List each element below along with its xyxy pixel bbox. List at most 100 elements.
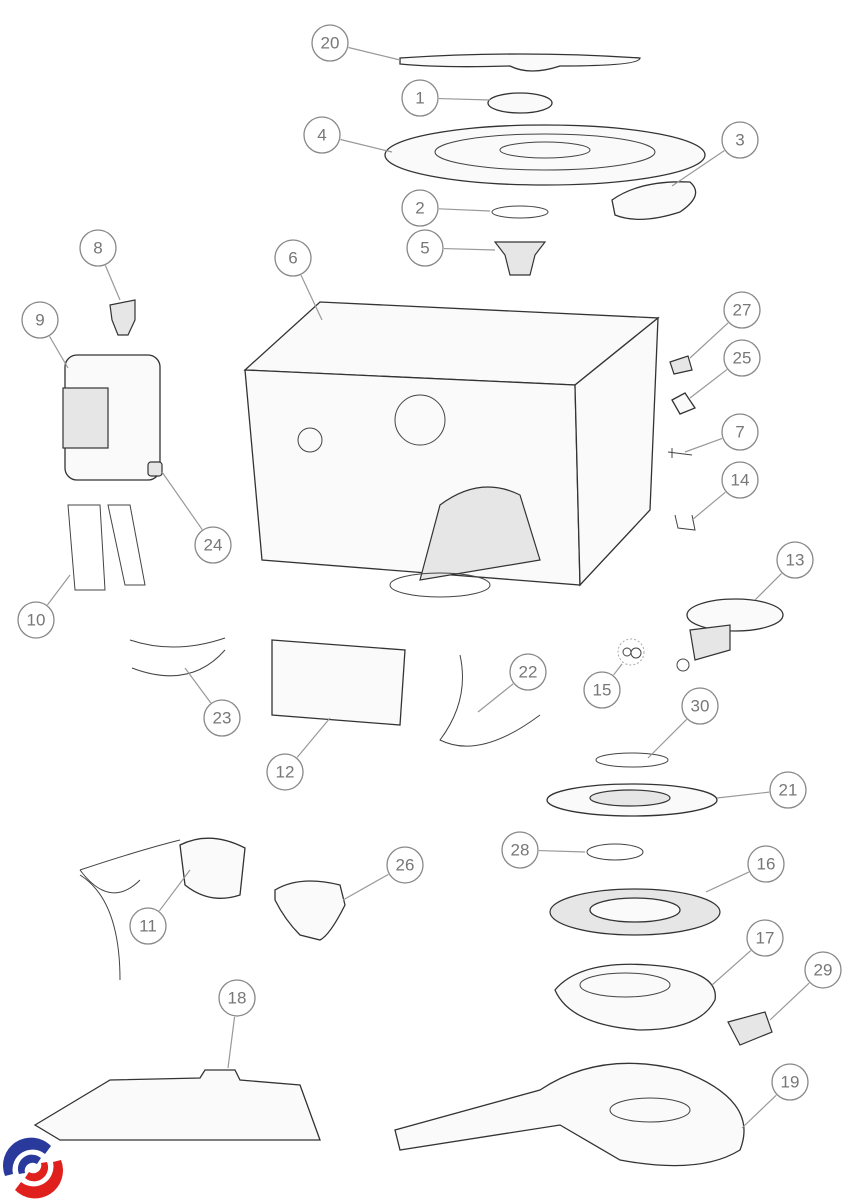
callout-8[interactable]: 8 — [79, 229, 117, 267]
callout-23[interactable]: 23 — [203, 699, 241, 737]
leader-line-22 — [477, 683, 514, 713]
callout-27[interactable]: 27 — [723, 291, 761, 329]
callout-18[interactable]: 18 — [218, 979, 256, 1017]
callout-16[interactable]: 16 — [747, 845, 785, 883]
callout-number: 8 — [93, 239, 102, 258]
callout-19[interactable]: 19 — [771, 1063, 809, 1101]
callout-number: 29 — [814, 961, 833, 980]
callout-15[interactable]: 15 — [583, 671, 621, 709]
callout-21[interactable]: 21 — [769, 771, 807, 809]
part-fan-11 — [179, 837, 246, 899]
callout-circle — [769, 771, 807, 809]
part-pump-5 — [493, 241, 547, 276]
callout-number: 26 — [396, 856, 415, 875]
callout-5[interactable]: 5 — [406, 229, 444, 267]
callout-leaders — [46, 46, 810, 1129]
callout-number: 12 — [276, 763, 295, 782]
leader-line-25 — [689, 369, 728, 399]
leader-line-10 — [46, 574, 71, 606]
callout-29[interactable]: 29 — [804, 951, 842, 989]
callout-25[interactable]: 25 — [723, 339, 761, 377]
leader-line-5 — [443, 247, 496, 251]
callout-number: 1 — [415, 89, 424, 108]
part-cover-3 — [611, 181, 697, 220]
callout-28[interactable]: 28 — [501, 831, 539, 869]
callout-14[interactable]: 14 — [721, 461, 759, 499]
callout-circle — [723, 291, 761, 329]
callout-circle — [401, 189, 439, 227]
callout-circle — [311, 24, 349, 62]
callout-circle — [723, 339, 761, 377]
leader-line-2 — [438, 208, 491, 212]
part-control-board-12 — [271, 639, 406, 726]
brand-logo — [2, 1137, 64, 1199]
callout-3[interactable]: 3 — [721, 121, 759, 159]
callout-20[interactable]: 20 — [311, 24, 349, 62]
callout-13[interactable]: 13 — [776, 541, 814, 579]
callout-number: 10 — [27, 611, 46, 630]
callout-number: 17 — [756, 929, 775, 948]
leader-line-23 — [184, 667, 212, 704]
callout-number: 5 — [420, 239, 429, 258]
callout-circle — [747, 845, 785, 883]
part-7 — [667, 448, 693, 458]
callout-circle — [509, 653, 547, 691]
callout-circle — [401, 79, 439, 117]
leader-line-18 — [227, 1016, 236, 1069]
callout-circle — [17, 601, 55, 639]
callout-9[interactable]: 9 — [21, 301, 59, 339]
callout-10[interactable]: 10 — [17, 601, 55, 639]
callout-11[interactable]: 11 — [129, 907, 167, 945]
callout-number: 2 — [415, 199, 424, 218]
callout-circle — [274, 239, 312, 277]
leader-line-12 — [296, 717, 331, 758]
callout-number: 24 — [204, 536, 223, 555]
callout-6[interactable]: 6 — [274, 239, 312, 277]
callout-2[interactable]: 2 — [401, 189, 439, 227]
leader-line-27 — [689, 322, 729, 359]
leader-line-7 — [684, 437, 723, 453]
callout-4[interactable]: 4 — [303, 116, 341, 154]
part-ring-28 — [586, 843, 644, 861]
callout-17[interactable]: 17 — [746, 919, 784, 957]
callout-circle — [501, 831, 539, 869]
part-clamp-26 — [274, 880, 346, 941]
leader-line-15 — [613, 663, 623, 676]
leader-line-28 — [538, 849, 586, 853]
callout-number: 28 — [511, 841, 530, 860]
callout-circle — [771, 1063, 809, 1101]
callout-number: 16 — [757, 855, 776, 874]
callout-number: 25 — [733, 349, 752, 368]
callout-12[interactable]: 12 — [266, 753, 304, 791]
callout-number: 6 — [288, 249, 297, 268]
callout-number: 19 — [781, 1073, 800, 1092]
callout-30[interactable]: 30 — [681, 687, 719, 725]
callout-circle — [303, 116, 341, 154]
part-tub-6 — [243, 301, 660, 598]
part-gasket-30 — [595, 752, 669, 768]
callout-1[interactable]: 1 — [401, 79, 439, 117]
callout-number: 9 — [35, 311, 44, 330]
callout-24[interactable]: 24 — [194, 526, 232, 564]
part-25 — [671, 392, 696, 415]
leader-line-19 — [741, 1094, 777, 1129]
callout-7[interactable]: 7 — [721, 413, 759, 451]
callout-26[interactable]: 26 — [386, 846, 424, 884]
leader-line-26 — [342, 873, 389, 901]
callout-circle — [681, 687, 719, 725]
callout-number: 22 — [519, 663, 538, 682]
part-18 — [33, 1069, 321, 1141]
callout-circle — [194, 526, 232, 564]
leader-line-13 — [754, 573, 782, 601]
part-27 — [669, 355, 693, 375]
leader-line-14 — [691, 491, 726, 521]
callout-number: 11 — [139, 917, 157, 936]
parts — [33, 53, 784, 1167]
leader-line-3 — [671, 150, 725, 187]
callout-number: 15 — [593, 681, 612, 700]
callout-22[interactable]: 22 — [509, 653, 547, 691]
leader-line-8 — [104, 265, 121, 301]
part-base-19 — [394, 1062, 745, 1167]
callout-circle — [406, 229, 444, 267]
